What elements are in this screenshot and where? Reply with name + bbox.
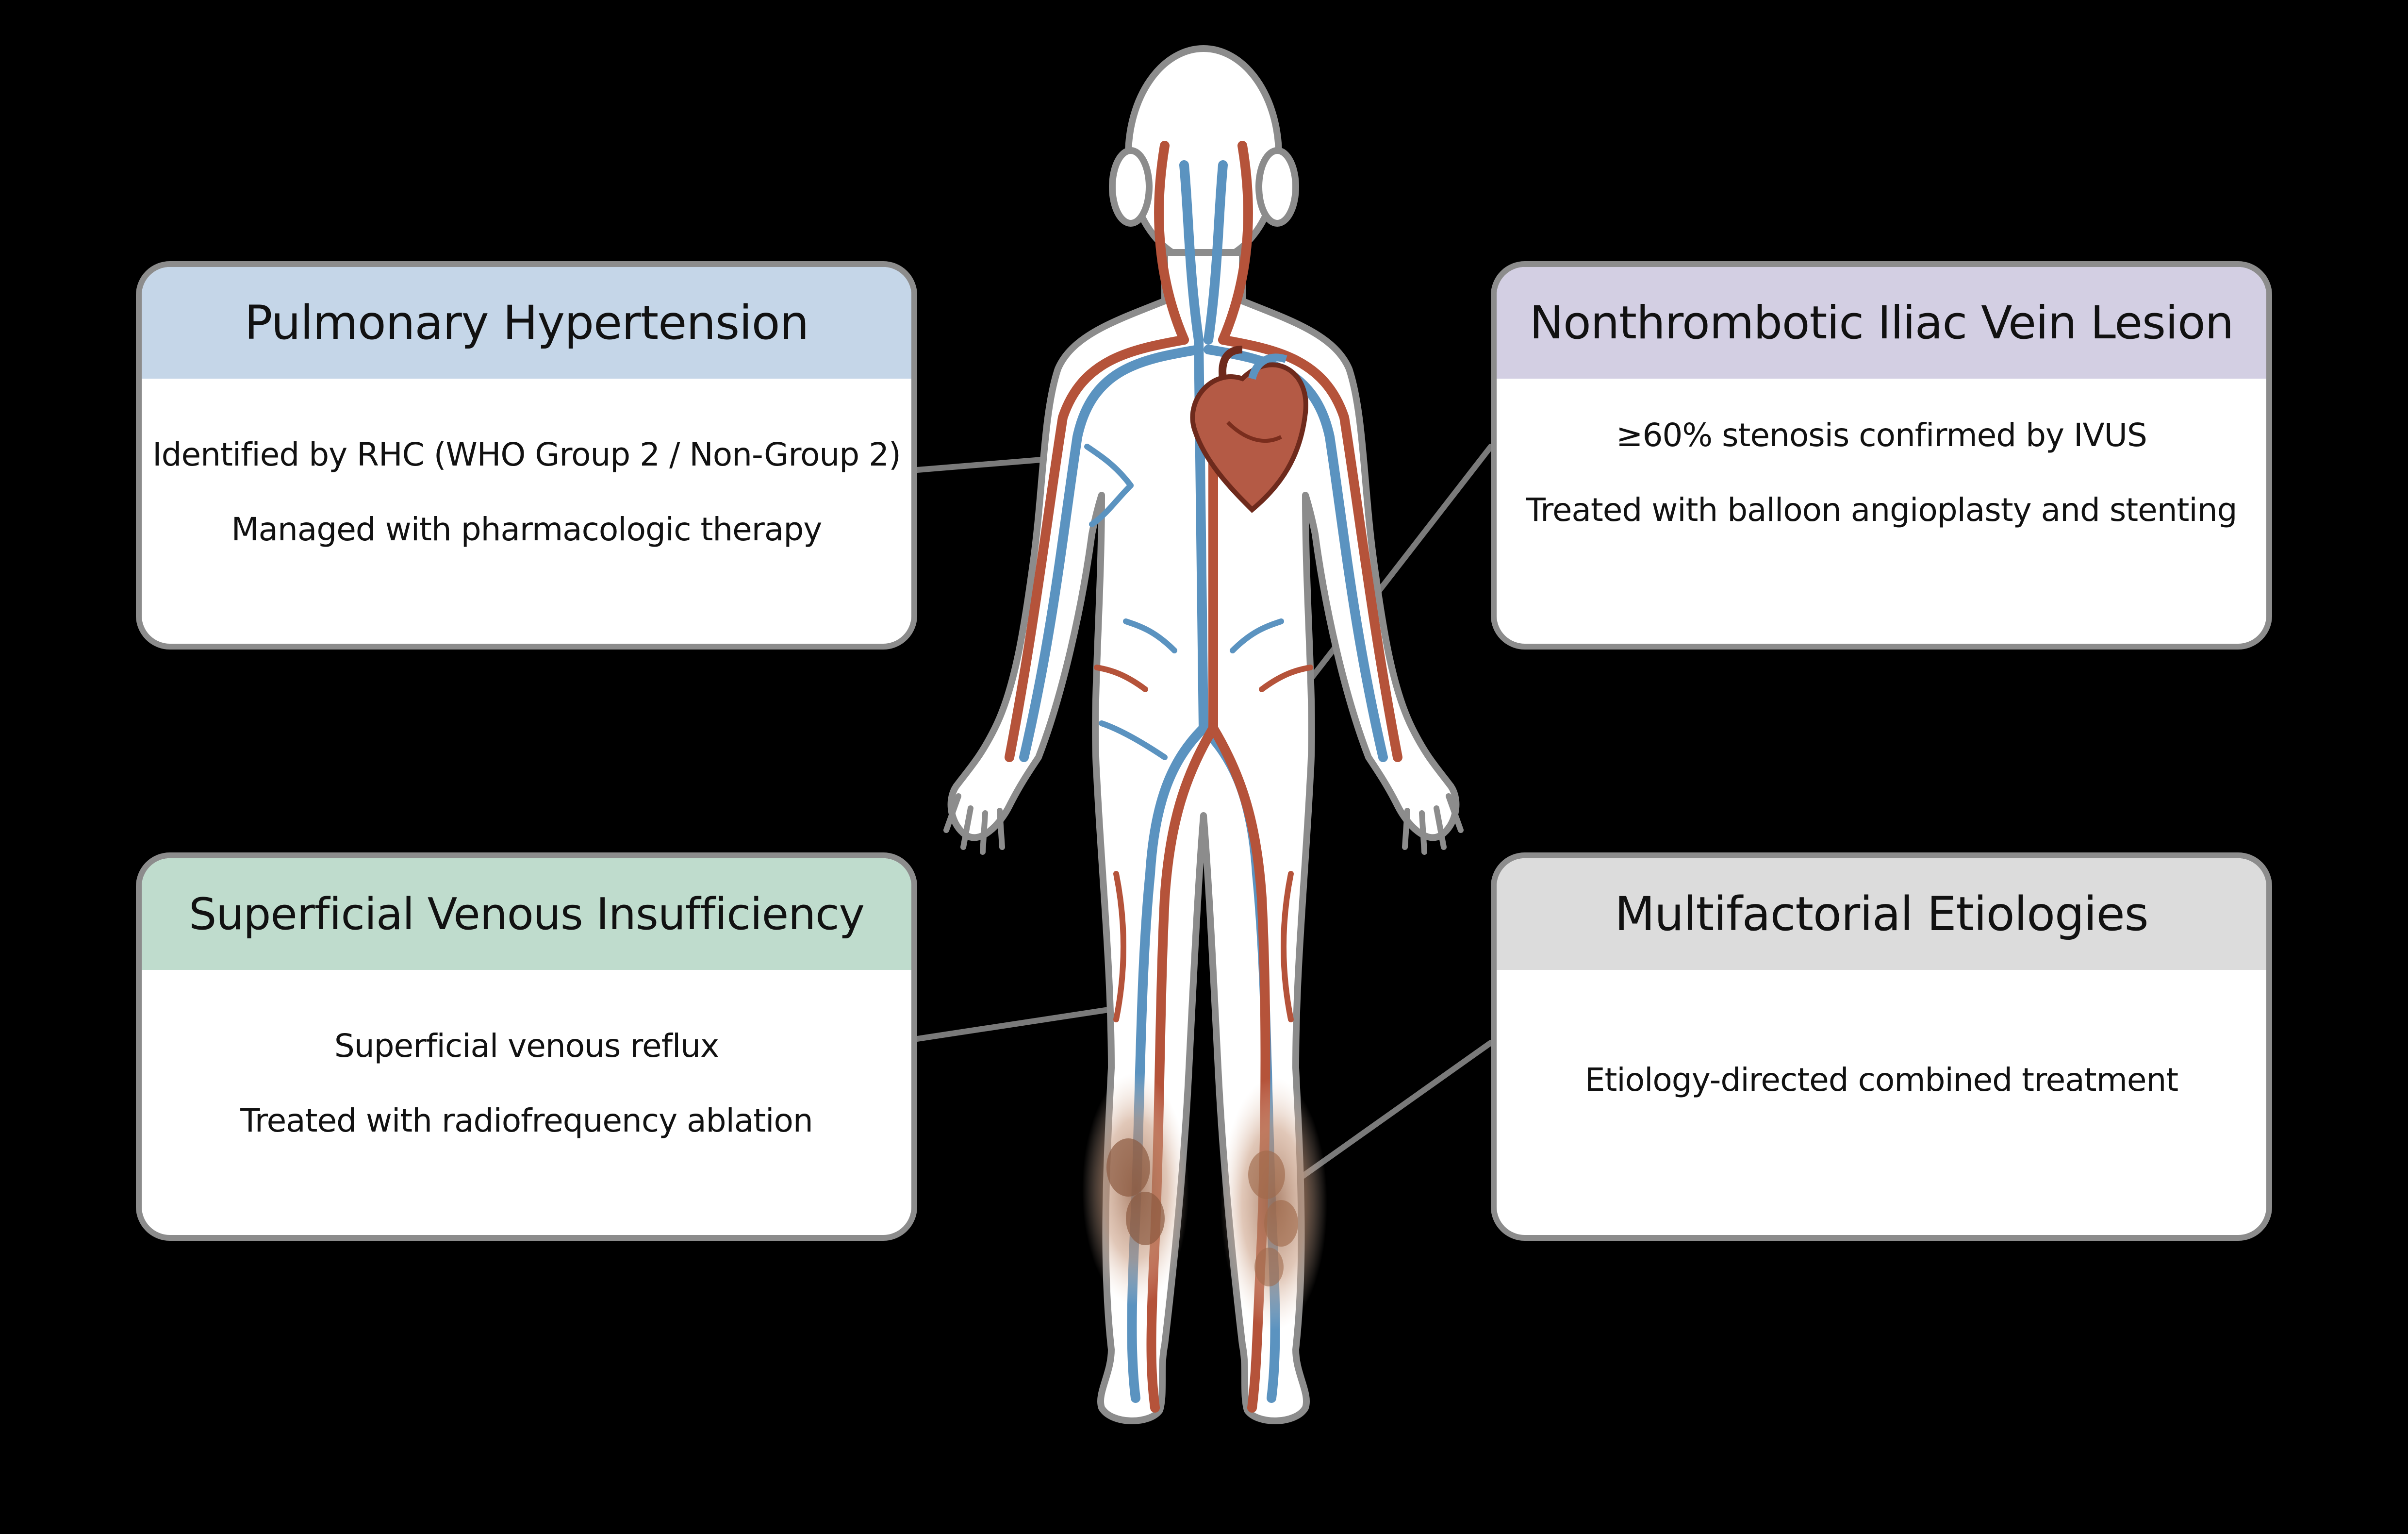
head-icon	[1125, 45, 1282, 266]
leg-ulcer-icon	[1082, 1073, 1327, 1330]
iliac-vein-lesion-line: ≥60% stenosis confirmed by IVUS	[1616, 417, 2147, 454]
heart-icon	[1190, 346, 1308, 513]
superficial-venous-body: Superficial venous reflux Treated with r…	[142, 970, 911, 1158]
hands-icon	[943, 793, 1464, 855]
iliac-vein-lesion-title: Nonthrombotic Iliac Vein Lesion	[1497, 267, 2266, 379]
superficial-venous-title: Superficial Venous Insufficiency	[142, 858, 911, 970]
pulmonary-hypertension-card: Pulmonary Hypertension Identified by RHC…	[136, 261, 917, 650]
multifactorial-card: Multifactorial Etiologies Etiology-direc…	[1491, 852, 2272, 1241]
multifactorial-line: Etiology-directed combined treatment	[1584, 1061, 2178, 1099]
superficial-venous-line: Superficial venous reflux	[334, 1027, 719, 1065]
pulmonary-hypertension-body: Identified by RHC (WHO Group 2 / Non-Gro…	[142, 379, 911, 567]
pulmonary-hypertension-title: Pulmonary Hypertension	[142, 267, 911, 379]
multifactorial-title: Multifactorial Etiologies	[1497, 858, 2266, 970]
arteries-icon	[1005, 141, 1402, 1413]
connector-multifactorial	[1288, 1040, 1494, 1187]
human-body-icon	[947, 45, 1460, 1424]
connector-superficial	[914, 1002, 1143, 1042]
iliac-vein-lesion-body: ≥60% stenosis confirmed by IVUS Treated …	[1497, 379, 2266, 548]
iliac-vein-lesion-line: Treated with balloon angioplasty and ste…	[1526, 491, 2238, 529]
ear-left-icon	[1109, 147, 1153, 227]
ear-right-icon	[1255, 147, 1299, 227]
superficial-venous-line: Treated with radiofrequency ablation	[240, 1102, 813, 1139]
iliac-vein-lesion-card: Nonthrombotic Iliac Vein Lesion ≥60% ste…	[1491, 261, 2272, 650]
multifactorial-body: Etiology-directed combined treatment	[1497, 970, 2266, 1117]
torso-and-limbs-icon	[947, 249, 1460, 1424]
superficial-venous-card: Superficial Venous Insufficiency Superfi…	[136, 852, 917, 1241]
pulmonary-hypertension-line: Identified by RHC (WHO Group 2 / Non-Gro…	[152, 436, 901, 473]
pulmonary-hypertension-line: Managed with pharmacologic therapy	[231, 511, 823, 548]
